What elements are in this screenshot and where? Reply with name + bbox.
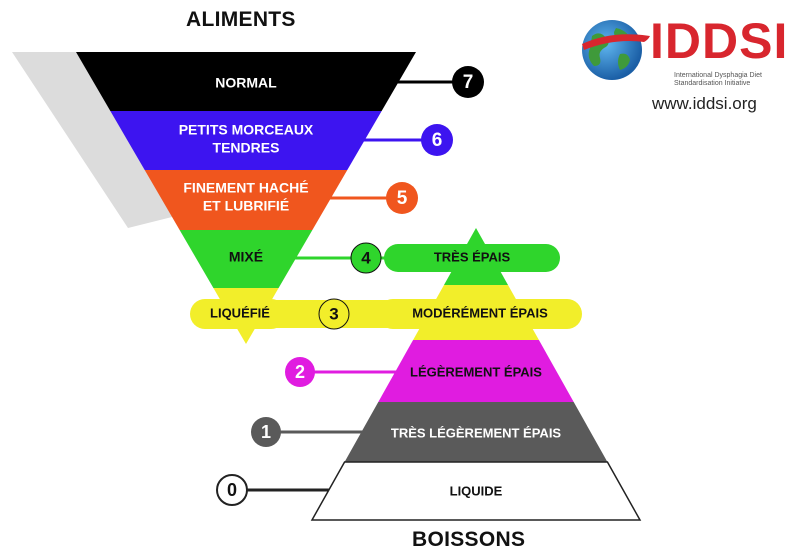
drink-band <box>378 340 574 402</box>
logo-subtitle-line: International Dysphagia Diet <box>674 72 762 79</box>
level-badge <box>251 417 281 447</box>
logo-subtitle: International Dysphagia Diet Standardisa… <box>674 72 794 88</box>
level-badge-number: 4 <box>361 248 371 267</box>
drink-pill <box>378 299 582 329</box>
drink-level-label: LÉGÈREMENT ÉPAIS <box>410 364 542 379</box>
level-badge <box>318 298 350 330</box>
foods-heading: ALIMENTS <box>186 8 296 31</box>
drink-level-label: TRÈS LÉGÈREMENT ÉPAIS <box>391 425 562 440</box>
food-band <box>110 111 382 170</box>
food-level-label: PETITS MORCEAUX <box>179 122 314 138</box>
level-badge-number: 3 <box>329 304 338 323</box>
food-level-label: ET LUBRIFIÉ <box>203 198 289 214</box>
food-band <box>179 230 313 288</box>
food-level-label: NORMAL <box>215 75 277 91</box>
logo-subtitle-line: Standardisation Initiative <box>674 80 751 88</box>
level-badge <box>452 66 484 98</box>
drink-level-label: TRÈS ÉPAIS <box>434 249 511 264</box>
drink-band <box>344 402 608 462</box>
level-badge <box>216 474 248 506</box>
level-badge <box>421 124 453 156</box>
globe-icon <box>582 20 650 80</box>
food-level-label: MIXÉ <box>229 249 263 265</box>
liquefie-pill <box>190 299 286 329</box>
level-badge <box>285 357 315 387</box>
food-band <box>144 170 348 230</box>
level-badge-number: 7 <box>463 72 474 93</box>
level-badge-number: 6 <box>432 130 443 151</box>
drink-pill <box>384 244 560 272</box>
level-badge-number: 5 <box>397 188 408 209</box>
drink-level-label: MODÉRÉMENT ÉPAIS <box>412 305 548 320</box>
transition-band <box>12 52 180 228</box>
logo-wordmark: IDDSI <box>650 13 789 69</box>
food-band <box>76 52 416 111</box>
food-level-label: FINEMENT HACHÉ <box>183 180 308 196</box>
level-badge <box>350 242 382 274</box>
food-level-label: LIQUÉFIÉ <box>210 305 270 320</box>
drinks-heading: BOISSONS <box>412 528 526 551</box>
level-badge-number: 2 <box>295 362 305 382</box>
level-badge <box>386 182 418 214</box>
level-badge-number: 0 <box>227 480 237 500</box>
food-level-label: TENDRES <box>213 140 280 156</box>
logo-url: www.iddsi.org <box>652 94 757 113</box>
drink-level-label: LIQUIDE <box>450 483 503 498</box>
drink-band <box>310 461 642 521</box>
level-badge-number: 1 <box>261 422 271 442</box>
